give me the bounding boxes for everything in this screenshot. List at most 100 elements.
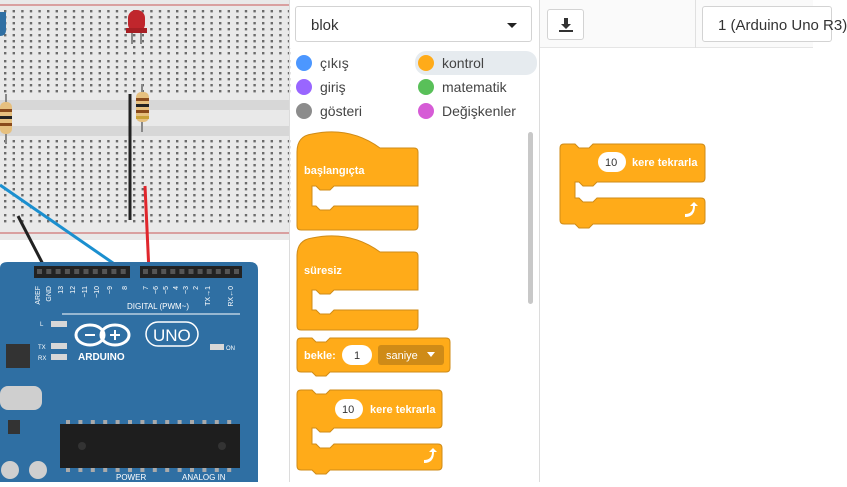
category-input[interactable]: giriş bbox=[293, 76, 411, 98]
breadboard-hole bbox=[184, 52, 187, 55]
category-control[interactable]: kontrol bbox=[415, 51, 537, 75]
led[interactable] bbox=[126, 10, 147, 44]
breadboard-hole bbox=[279, 10, 282, 13]
breadboard-hole bbox=[133, 206, 136, 209]
breadboard-hole bbox=[227, 66, 230, 69]
wire-blue[interactable] bbox=[0, 183, 127, 274]
breadboard-hole bbox=[47, 22, 50, 25]
breadboard-hole bbox=[107, 194, 110, 197]
breadboard-hole bbox=[167, 152, 170, 155]
breadboard-hole bbox=[29, 194, 33, 197]
resistor-partial[interactable] bbox=[0, 94, 12, 144]
header-hole[interactable] bbox=[215, 269, 221, 274]
palette-scrollbar[interactable] bbox=[528, 132, 533, 304]
repeat-count-input[interactable] bbox=[335, 399, 363, 419]
breadboard-hole bbox=[210, 152, 213, 155]
header-hole[interactable] bbox=[46, 269, 52, 274]
breadboard-hole bbox=[201, 34, 205, 37]
chip-pin bbox=[128, 468, 132, 472]
header-hole[interactable] bbox=[37, 269, 42, 274]
category-label: giriş bbox=[320, 79, 346, 95]
breadboard-hole bbox=[167, 40, 170, 43]
header-hole[interactable] bbox=[179, 269, 185, 274]
breadboard-hole bbox=[219, 158, 222, 161]
breadboard-hole bbox=[176, 40, 179, 43]
breadboard-hole bbox=[227, 90, 230, 93]
header-hole[interactable] bbox=[152, 269, 158, 274]
header-hole[interactable] bbox=[188, 269, 194, 274]
block-on-start[interactable]: başlangıçta bbox=[296, 131, 419, 231]
breadboard-hole bbox=[38, 60, 41, 63]
header-hole[interactable] bbox=[55, 269, 61, 274]
breadboard-hole bbox=[64, 40, 67, 43]
breadboard-hole bbox=[193, 214, 196, 217]
breadboard-hole bbox=[210, 28, 213, 31]
workspace-repeat-count-input[interactable] bbox=[598, 152, 626, 172]
breadboard-hole bbox=[124, 170, 127, 173]
mode-select[interactable]: blok bbox=[295, 6, 532, 42]
breadboard-hole bbox=[72, 52, 76, 55]
breadboard-hole bbox=[244, 84, 248, 87]
header-hole[interactable] bbox=[92, 269, 98, 274]
breadboard-hole bbox=[47, 140, 50, 143]
block-forever[interactable]: süresiz bbox=[296, 235, 419, 331]
breadboard-hole bbox=[55, 182, 58, 185]
breadboard-hole bbox=[115, 84, 119, 87]
wait-unit-dropdown[interactable] bbox=[378, 345, 444, 365]
breadboard-hole bbox=[150, 10, 153, 13]
breadboard-hole bbox=[55, 220, 58, 223]
category-output[interactable]: çıkış bbox=[293, 52, 411, 74]
breadboard-hole bbox=[193, 176, 196, 179]
breadboard-hole bbox=[72, 66, 76, 69]
breadboard-hole bbox=[236, 200, 239, 203]
breadboard-hole bbox=[141, 194, 144, 197]
breadboard-hole bbox=[253, 158, 256, 161]
wait-value-input[interactable] bbox=[342, 345, 372, 365]
header-hole[interactable] bbox=[170, 269, 176, 274]
breadboard-hole bbox=[55, 28, 58, 31]
header-hole[interactable] bbox=[143, 269, 148, 274]
header-hole[interactable] bbox=[64, 269, 70, 274]
breadboard-hole bbox=[55, 40, 58, 43]
wire-red[interactable] bbox=[143, 185, 151, 273]
header-hole[interactable] bbox=[161, 269, 167, 274]
header-hole[interactable] bbox=[224, 269, 230, 274]
breadboard-hole bbox=[219, 40, 222, 43]
breadboard-hole bbox=[115, 194, 119, 197]
header-hole[interactable] bbox=[83, 269, 89, 274]
header-hole[interactable] bbox=[206, 269, 212, 274]
device-select[interactable]: 1 (Arduino Uno R3) bbox=[702, 6, 847, 42]
breadboard-hole bbox=[47, 34, 50, 37]
header-hole[interactable] bbox=[74, 269, 80, 274]
category-notation[interactable]: gösteri bbox=[293, 100, 411, 122]
breadboard-hole bbox=[279, 200, 282, 203]
header-hole[interactable] bbox=[120, 269, 126, 274]
breadboard-hole bbox=[115, 200, 119, 203]
category-math[interactable]: matematik bbox=[415, 76, 537, 98]
breadboard-hole bbox=[4, 170, 7, 173]
code-workspace[interactable]: 10 kere tekrarla bbox=[540, 48, 813, 482]
breadboard-hole bbox=[47, 72, 50, 75]
header-hole[interactable] bbox=[102, 269, 108, 274]
breadboard-hole bbox=[244, 90, 248, 93]
breadboard-hole bbox=[12, 140, 15, 143]
breadboard-hole bbox=[167, 22, 170, 25]
breadboard-hole bbox=[81, 176, 84, 179]
download-button[interactable] bbox=[547, 9, 584, 40]
block-repeat[interactable]: 10 kere tekrarla bbox=[296, 389, 443, 475]
breadboard-hole bbox=[21, 188, 24, 191]
breadboard-hole bbox=[193, 16, 196, 19]
header-hole[interactable] bbox=[111, 269, 117, 274]
header-hole[interactable] bbox=[197, 269, 203, 274]
breadboard-hole bbox=[201, 176, 205, 179]
category-variables[interactable]: Değişkenler bbox=[415, 100, 537, 122]
block-palette[interactable]: başlangıçta süresiz bekle: 1 saniye bbox=[289, 126, 539, 482]
breadboard-hole bbox=[287, 182, 291, 185]
block-wait[interactable]: bekle: 1 saniye bbox=[296, 337, 451, 377]
resistor[interactable] bbox=[136, 84, 149, 132]
workspace-block-repeat[interactable]: 10 kere tekrarla bbox=[559, 143, 706, 229]
header-hole[interactable] bbox=[234, 269, 239, 274]
